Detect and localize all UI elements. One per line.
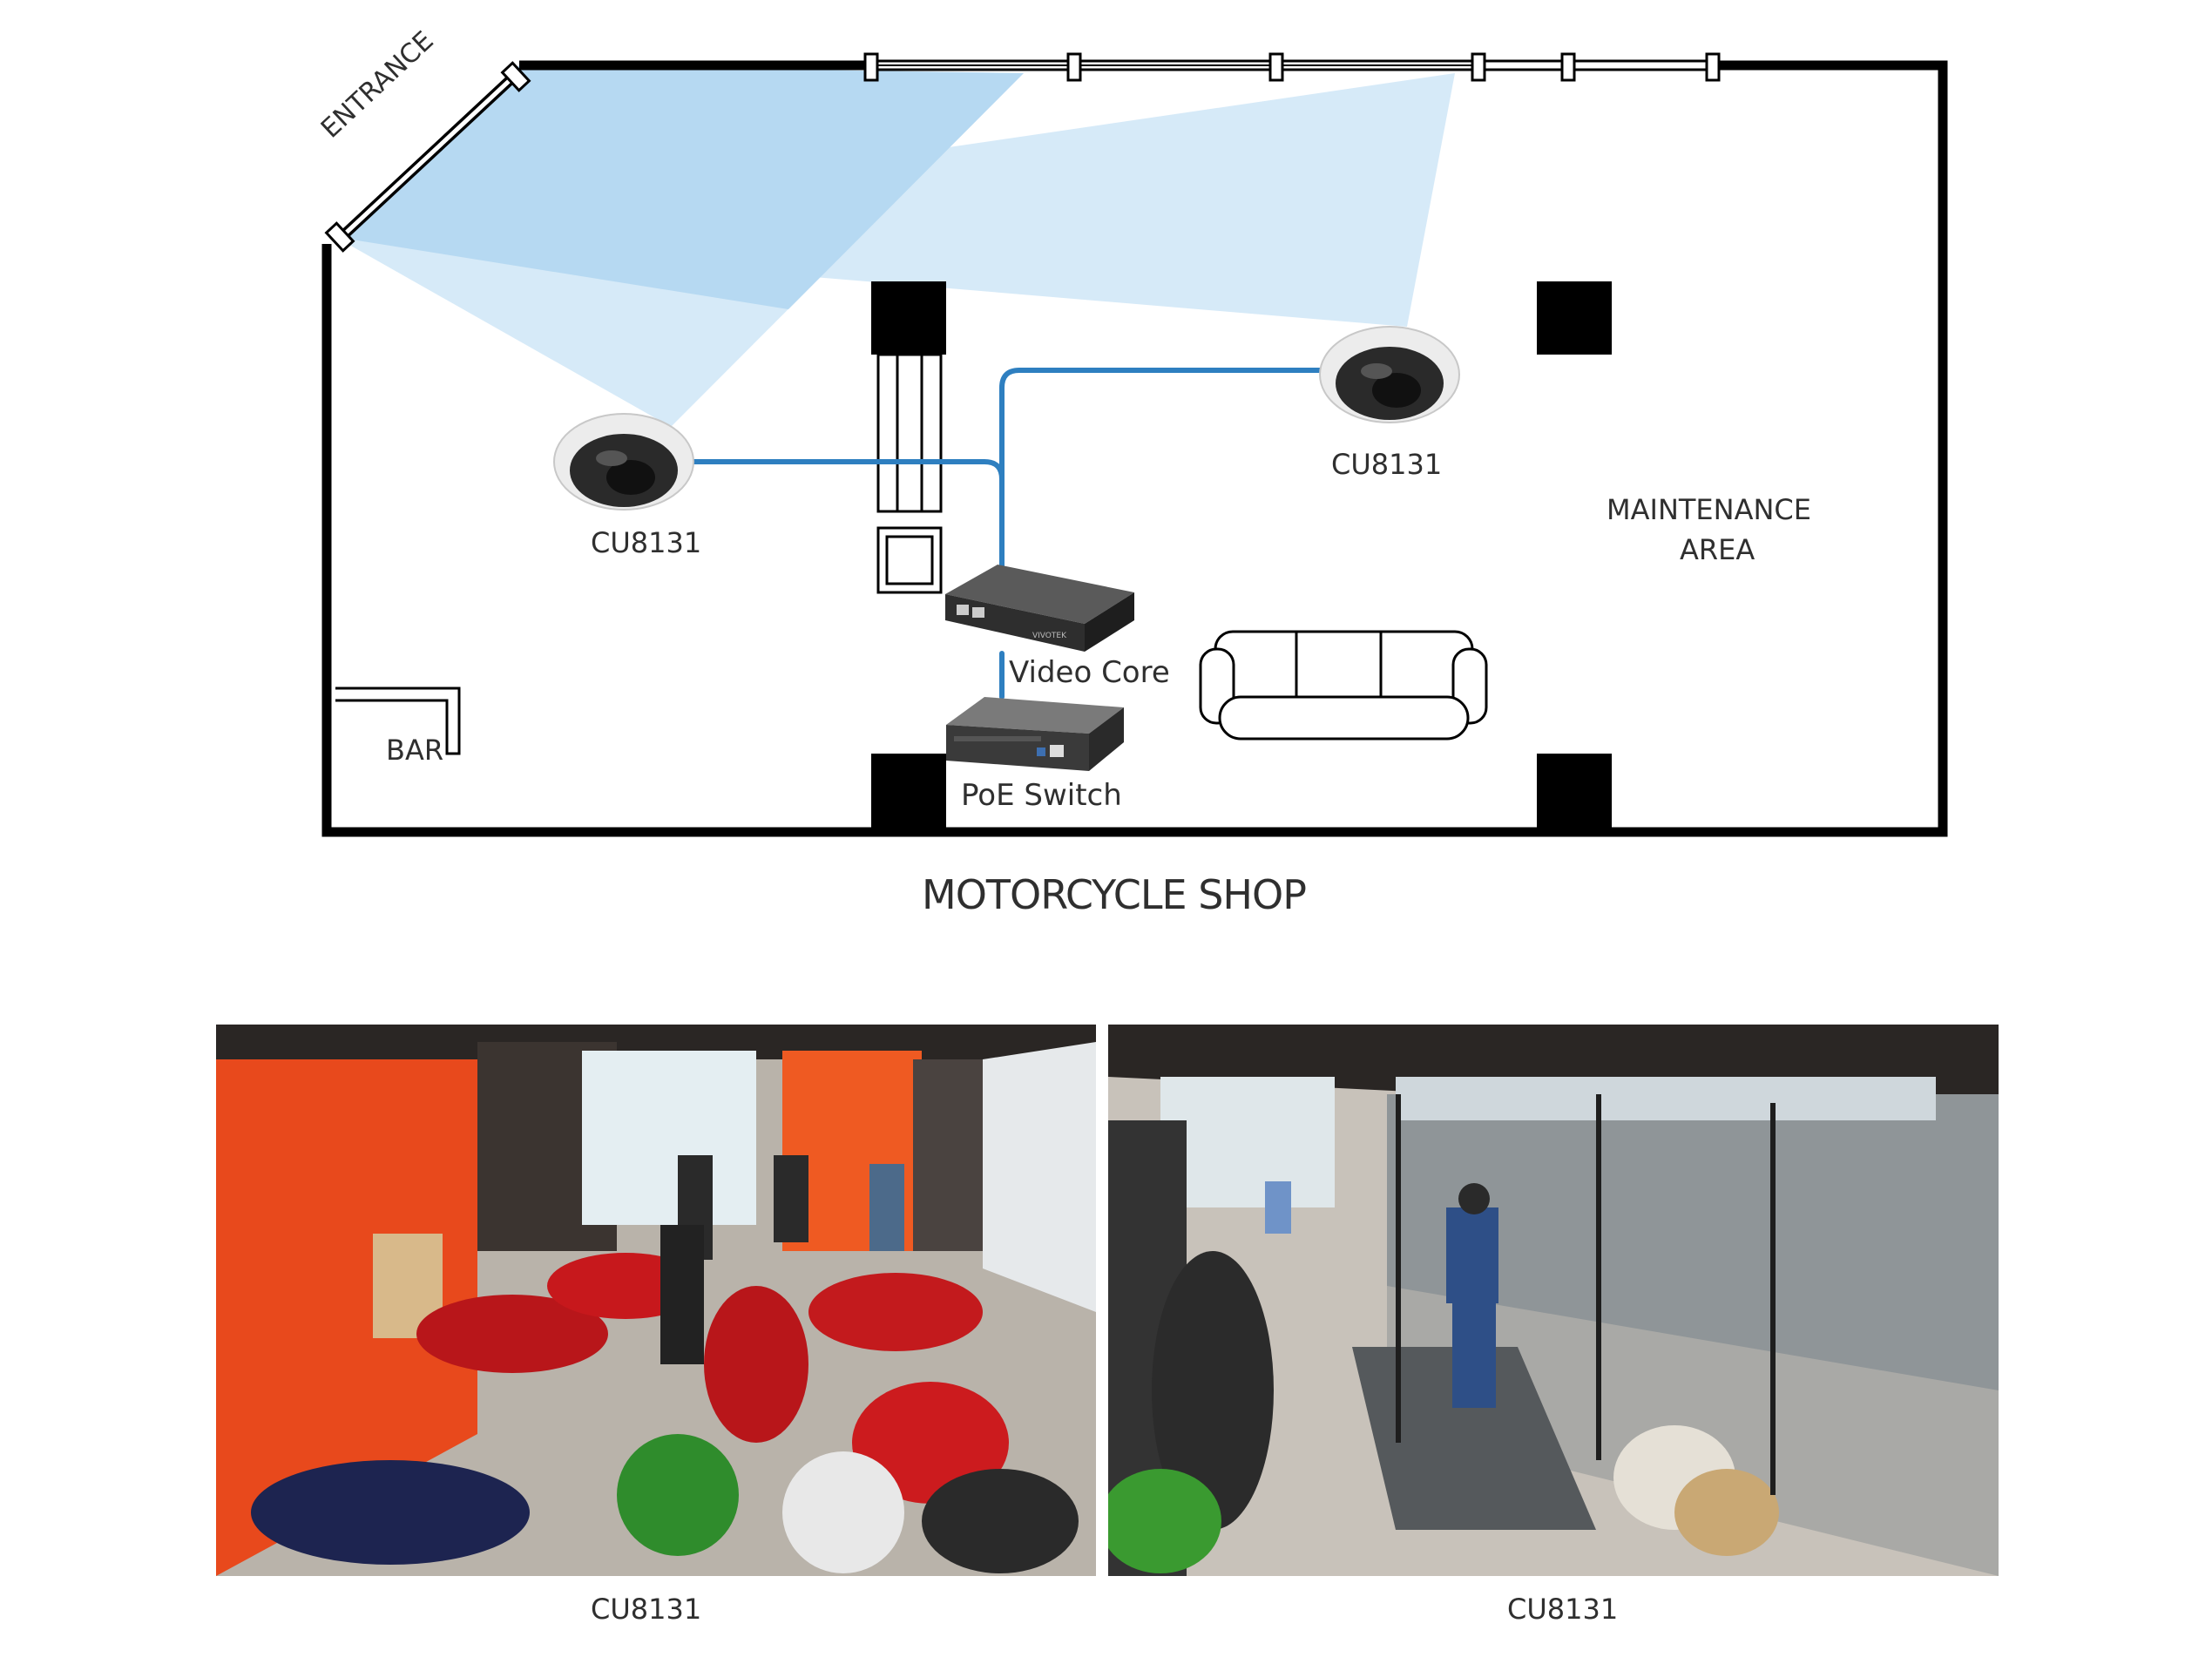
entrance-door <box>324 61 531 253</box>
bar-label: BAR <box>386 734 444 767</box>
floor-plan-title: MOTORCYCLE SHOP <box>922 871 1307 918</box>
floor-plan: VIVOTEK <box>321 52 1948 837</box>
video-core-label: Video Core <box>1009 655 1170 690</box>
sofa-icon <box>1199 630 1488 741</box>
camera-right-label: CU8131 <box>1331 448 1443 481</box>
camera-left-icon <box>553 413 694 511</box>
maintenance-label-line2: AREA <box>1680 533 1755 566</box>
display-shelf <box>876 353 943 594</box>
maintenance-label-line1: MAINTENANCE <box>1607 493 1811 526</box>
camera-view-right-caption: CU8131 <box>1507 1593 1619 1626</box>
pillar <box>1537 754 1612 834</box>
camera-view-left <box>216 1025 1096 1576</box>
poe-switch-label: PoE Switch <box>961 778 1122 813</box>
network-cable <box>686 368 1331 700</box>
coverage-overlap <box>335 65 1024 309</box>
camera-view-right <box>1108 1025 1999 1576</box>
pillar <box>871 754 946 834</box>
pillar <box>1537 281 1612 355</box>
camera-view-left-caption: CU8131 <box>591 1593 702 1626</box>
window-strip <box>863 52 1721 82</box>
camera-right-icon <box>1319 326 1460 423</box>
poe-switch-device <box>946 697 1124 771</box>
pillar <box>871 281 946 355</box>
bar-counter <box>335 687 461 755</box>
outer-walls <box>321 60 1948 837</box>
svg-text:VIVOTEK: VIVOTEK <box>1032 632 1067 640</box>
camera-left-label: CU8131 <box>591 526 702 559</box>
video-core-device: VIVOTEK <box>945 565 1134 652</box>
